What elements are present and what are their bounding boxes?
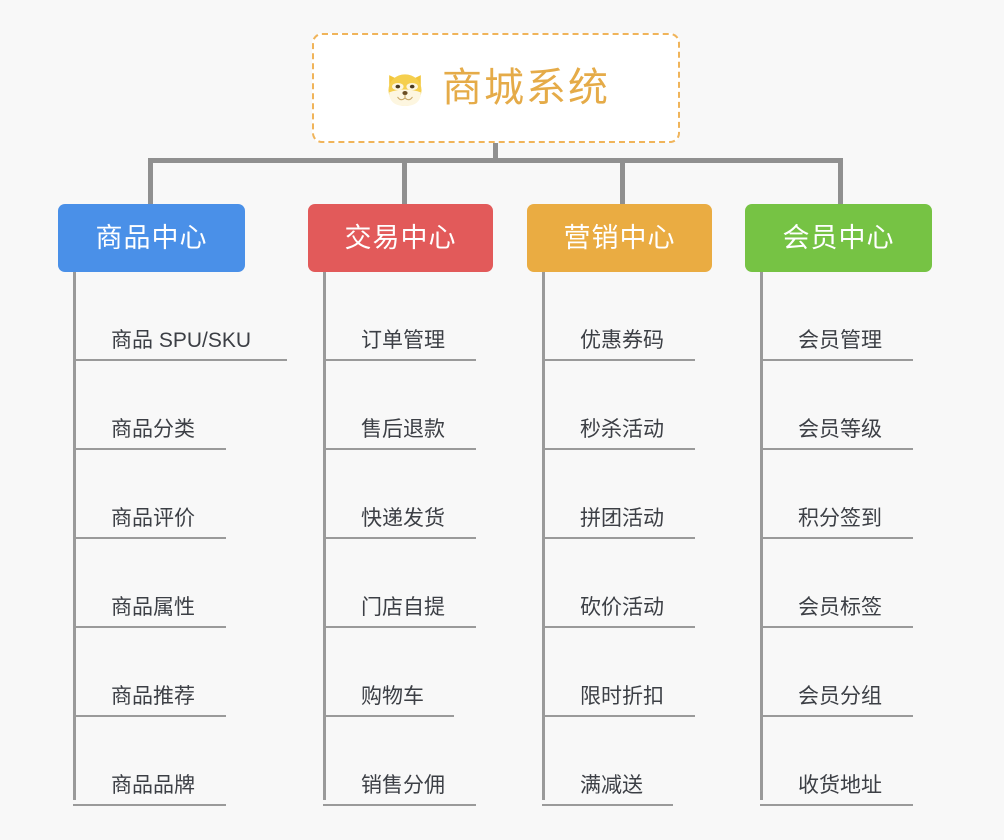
leaf-item-label: 购物车 [361, 685, 424, 708]
leaf-item[interactable]: 满减送 [542, 717, 673, 806]
leaf-item-underline [760, 359, 913, 361]
leaf-item-label: 优惠券码 [580, 329, 664, 352]
leaf-item-label: 会员管理 [798, 329, 882, 352]
leaf-item-label: 门店自提 [361, 596, 445, 619]
leaf-item-underline [542, 537, 695, 539]
category-node-2[interactable]: 交易中心 [308, 204, 493, 272]
leaf-item-label: 商品分类 [111, 418, 195, 441]
leaf-item-label: 快递发货 [361, 507, 445, 530]
leaf-item[interactable]: 砍价活动 [542, 539, 695, 628]
connector-bus [148, 158, 838, 163]
leaf-item-underline [73, 537, 226, 539]
leaf-item[interactable]: 订单管理 [323, 272, 476, 361]
leaf-item[interactable]: 商品评价 [73, 450, 226, 539]
leaf-item[interactable]: 商品分类 [73, 361, 226, 450]
leaf-item-underline [73, 448, 226, 450]
branch-spine [323, 272, 326, 800]
leaf-item-underline [323, 626, 476, 628]
leaf-item-label: 会员分组 [798, 685, 882, 708]
leaf-item[interactable]: 秒杀活动 [542, 361, 695, 450]
category-label: 交易中心 [344, 222, 457, 253]
leaf-item-label: 秒杀活动 [580, 418, 664, 441]
leaf-item-label: 订单管理 [361, 329, 445, 352]
leaf-item-underline [73, 804, 226, 806]
leaf-item-underline [542, 448, 695, 450]
leaf-item-underline [760, 804, 913, 806]
leaf-item-underline [323, 537, 476, 539]
leaf-item[interactable]: 售后退款 [323, 361, 476, 450]
leaf-item-label: 商品属性 [111, 596, 195, 619]
branch-spine [760, 272, 763, 800]
leaf-item[interactable]: 会员管理 [760, 272, 913, 361]
leaf-item[interactable]: 商品 SPU/SKU [73, 272, 287, 361]
connector-drop-4 [838, 158, 843, 204]
leaf-item-underline [542, 626, 695, 628]
leaf-item-underline [542, 715, 695, 717]
leaf-item-label: 商品 SPU/SKU [111, 329, 252, 352]
category-node-3[interactable]: 营销中心 [527, 204, 712, 272]
leaf-item[interactable]: 门店自提 [323, 539, 476, 628]
branch-spine [542, 272, 545, 800]
leaf-item[interactable]: 会员等级 [760, 361, 913, 450]
leaf-item-underline [323, 804, 476, 806]
leaf-item-underline [760, 715, 913, 717]
leaf-item[interactable]: 会员标签 [760, 539, 913, 628]
leaf-item[interactable]: 优惠券码 [542, 272, 695, 361]
leaf-item-label: 商品评价 [111, 507, 195, 530]
leaf-item-label: 会员等级 [798, 418, 882, 441]
leaf-item[interactable]: 购物车 [323, 628, 454, 717]
leaf-item-underline [542, 804, 673, 806]
leaf-item-underline [73, 359, 287, 361]
leaf-item[interactable]: 商品属性 [73, 539, 226, 628]
leaf-item-label: 砍价活动 [580, 596, 664, 619]
leaf-item-label: 售后退款 [361, 418, 445, 441]
leaf-item-underline [760, 537, 913, 539]
leaf-item-underline [323, 715, 454, 717]
root-title: 商城系统 [442, 66, 610, 110]
leaf-item[interactable]: 销售分佣 [323, 717, 476, 806]
category-node-1[interactable]: 商品中心 [58, 204, 245, 272]
category-label: 营销中心 [563, 222, 676, 253]
leaf-item-label: 商品推荐 [111, 685, 195, 708]
leaf-item[interactable]: 商品推荐 [73, 628, 226, 717]
root-node[interactable]: 商城系统 [312, 33, 680, 143]
leaf-item[interactable]: 限时折扣 [542, 628, 695, 717]
connector-drop-1 [148, 158, 153, 204]
category-node-4[interactable]: 会员中心 [745, 204, 932, 272]
leaf-item-label: 会员标签 [798, 596, 882, 619]
leaf-item-underline [323, 359, 476, 361]
leaf-item[interactable]: 积分签到 [760, 450, 913, 539]
connector-drop-3 [620, 158, 625, 204]
branch-spine [73, 272, 76, 800]
leaf-item-label: 积分签到 [798, 507, 882, 530]
connector-stem [493, 143, 498, 162]
leaf-item[interactable]: 商品品牌 [73, 717, 226, 806]
leaf-item-underline [323, 448, 476, 450]
leaf-item[interactable]: 快递发货 [323, 450, 476, 539]
leaf-item[interactable]: 会员分组 [760, 628, 913, 717]
leaf-item-underline [73, 715, 226, 717]
leaf-item-label: 收货地址 [798, 774, 882, 797]
leaf-item-underline [73, 626, 226, 628]
leaf-item-label: 满减送 [580, 774, 643, 797]
leaf-item-label: 拼团活动 [580, 507, 664, 530]
leaf-item-underline [542, 359, 695, 361]
leaf-item[interactable]: 收货地址 [760, 717, 913, 806]
leaf-item-underline [760, 626, 913, 628]
leaf-item[interactable]: 拼团活动 [542, 450, 695, 539]
leaf-item-label: 限时折扣 [580, 685, 664, 708]
dog-face-icon [382, 65, 428, 111]
leaf-item-label: 商品品牌 [111, 774, 195, 797]
connector-drop-2 [402, 158, 407, 204]
leaf-item-underline [760, 448, 913, 450]
category-label: 会员中心 [782, 222, 895, 253]
leaf-item-label: 销售分佣 [361, 774, 445, 797]
category-label: 商品中心 [95, 222, 208, 253]
